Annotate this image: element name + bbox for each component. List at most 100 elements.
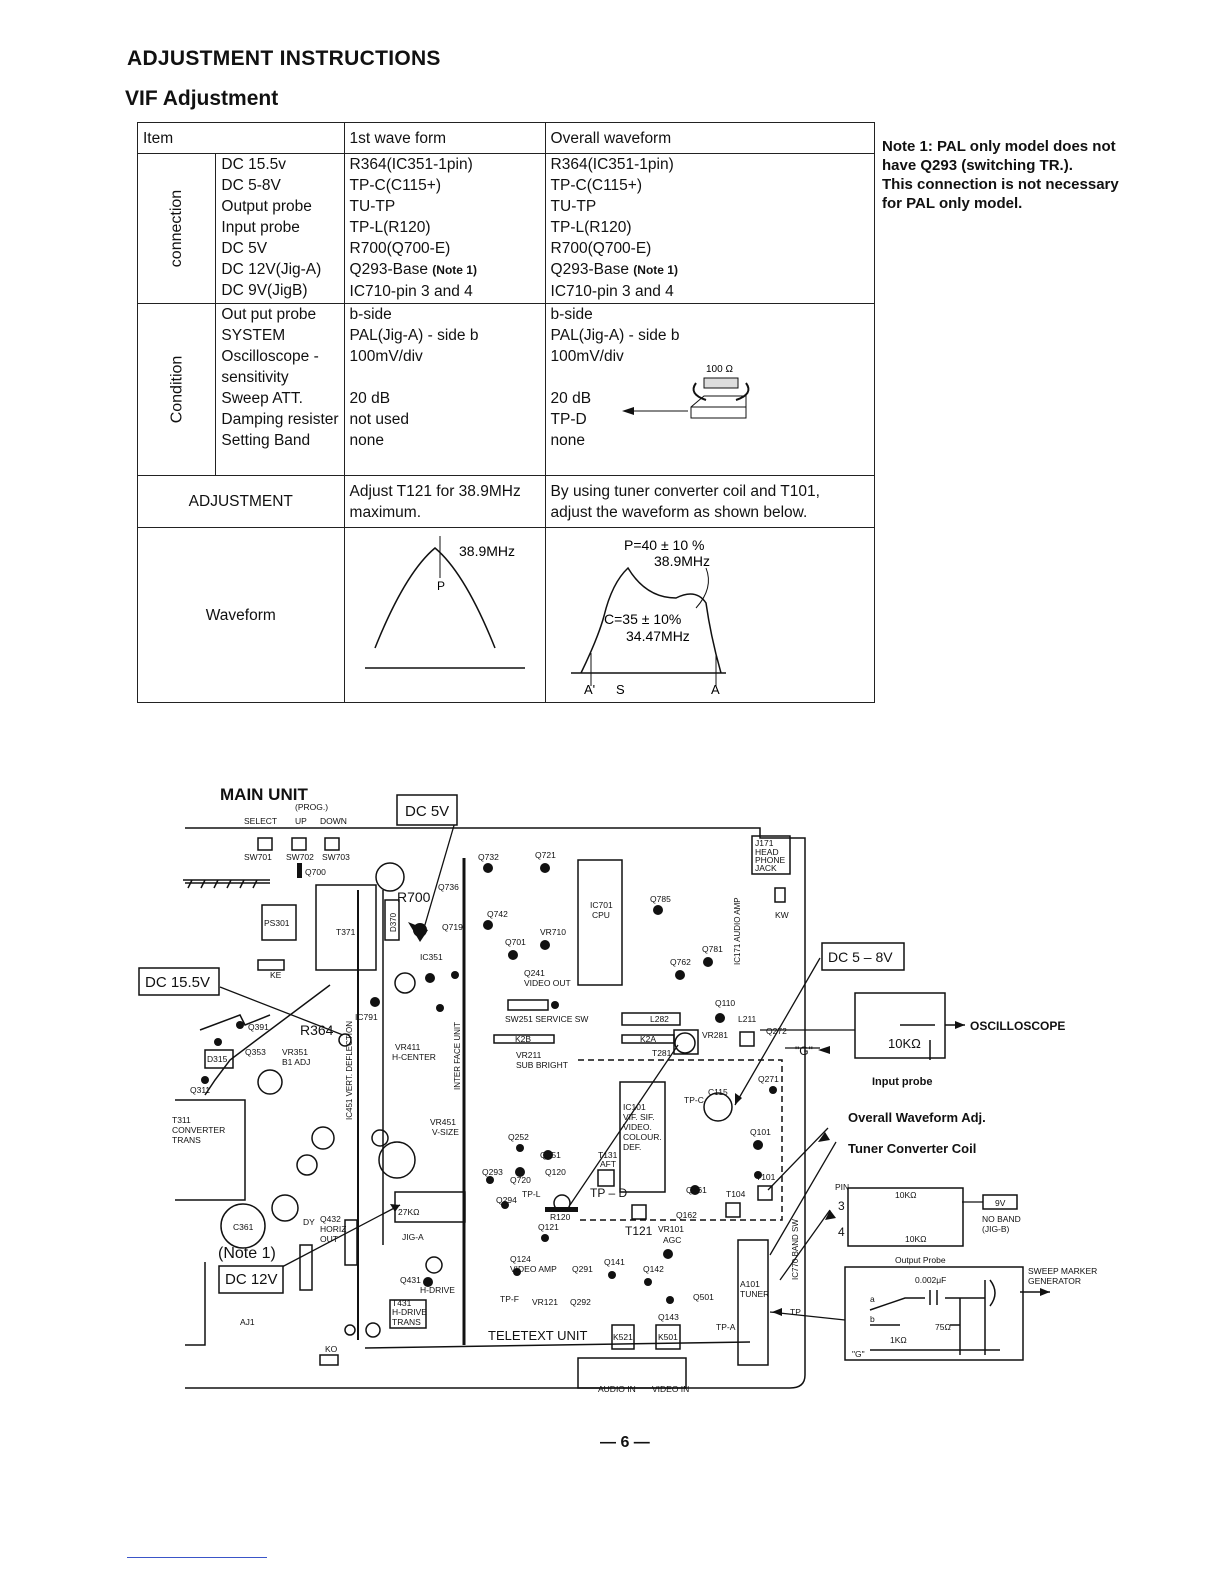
- svg-text:KE: KE: [270, 970, 282, 980]
- main-unit-board-diagram: MAIN UNIT (PROG.) SELECT UP DOWN SW701 S…: [138, 785, 1097, 1394]
- svg-text:KO: KO: [325, 1344, 338, 1354]
- svg-text:b: b: [870, 1314, 875, 1324]
- overall-waveform-figure: P=40 ± 10 % 38.9MHz C=35 ± 10% 34.47MHz …: [544, 527, 875, 703]
- adjustment-overall: By using tuner converter coil and T101,a…: [544, 475, 875, 528]
- svg-text:T104: T104: [726, 1189, 746, 1199]
- svg-text:L282: L282: [650, 1014, 669, 1024]
- svg-text:TP-L: TP-L: [522, 1189, 541, 1199]
- svg-text:NO BAND: NO BAND: [982, 1214, 1021, 1224]
- svg-text:VIDEO OUT: VIDEO OUT: [524, 978, 571, 988]
- svg-text:38.9MHz: 38.9MHz: [654, 553, 710, 569]
- first-waveform-figure: 38.9MHz P: [343, 527, 546, 703]
- note-line: for PAL only model.: [882, 195, 1023, 212]
- svg-text:T101: T101: [756, 1172, 776, 1182]
- svg-text:IC351: IC351: [420, 952, 443, 962]
- first-waveform-curve: 38.9MHz P: [364, 536, 525, 669]
- svg-text:Output Probe: Output Probe: [895, 1255, 946, 1265]
- svg-text:R120: R120: [550, 1212, 571, 1222]
- svg-text:CONVERTER: CONVERTER: [172, 1125, 225, 1135]
- svg-text:Q142: Q142: [643, 1264, 664, 1274]
- svg-text:VR351: VR351: [282, 1047, 308, 1057]
- svg-text:DC 15.5V: DC 15.5V: [145, 974, 210, 991]
- svg-text:Q294: Q294: [496, 1195, 517, 1205]
- svg-text:VR451: VR451: [430, 1117, 456, 1127]
- svg-text:IC770 BAND SW: IC770 BAND SW: [791, 1219, 800, 1280]
- svg-text:PHONE: PHONE: [755, 855, 786, 865]
- svg-text:Tuner Converter Coil: Tuner Converter Coil: [848, 1141, 976, 1156]
- svg-text:L211: L211: [738, 1014, 757, 1024]
- svg-text:Q431: Q431: [400, 1275, 421, 1285]
- svg-text:B1 ADJ: B1 ADJ: [282, 1057, 310, 1067]
- svg-text:JACK: JACK: [755, 863, 777, 873]
- svg-text:UP: UP: [295, 816, 307, 826]
- svg-text:GENERATOR: GENERATOR: [1028, 1276, 1081, 1286]
- svg-text:J171: J171: [755, 838, 774, 848]
- svg-text:R364: R364: [300, 1022, 334, 1038]
- connection-label: connection: [136, 153, 217, 304]
- svg-text:Q272: Q272: [766, 1026, 787, 1036]
- svg-text:VIF. SIF.: VIF. SIF.: [623, 1112, 655, 1122]
- svg-text:Q391: Q391: [248, 1022, 269, 1032]
- condition-label: Condition: [136, 303, 217, 476]
- svg-text:R700: R700: [397, 889, 431, 905]
- svg-text:VR710: VR710: [540, 927, 566, 937]
- svg-text:DC 5V: DC 5V: [405, 803, 449, 820]
- svg-text:SW702: SW702: [286, 852, 314, 862]
- svg-text:Q701: Q701: [505, 937, 526, 947]
- svg-text:PS301: PS301: [264, 918, 290, 928]
- svg-text:KW: KW: [775, 910, 789, 920]
- svg-text:TRANS: TRANS: [392, 1317, 421, 1327]
- svg-text:AUDIO IN: AUDIO IN: [598, 1384, 636, 1394]
- svg-text:Q311: Q311: [190, 1085, 210, 1095]
- svg-text:P=40 ± 10 %: P=40 ± 10 %: [624, 537, 704, 553]
- svg-text:Q161: Q161: [686, 1185, 707, 1195]
- svg-text:Q121: Q121: [538, 1222, 559, 1232]
- svg-text:Q720: Q720: [510, 1175, 531, 1185]
- svg-text:(Note 1): (Note 1): [218, 1245, 276, 1262]
- page-title: ADJUSTMENT INSTRUCTIONS: [127, 47, 441, 70]
- svg-text:Q501: Q501: [693, 1292, 714, 1302]
- svg-text:OUT: OUT: [320, 1234, 338, 1244]
- svg-text:HEAD: HEAD: [755, 847, 779, 857]
- svg-text:DC 5 – 8V: DC 5 – 8V: [828, 949, 893, 965]
- section-title: VIF Adjustment: [125, 87, 279, 110]
- svg-text:Q293: Q293: [482, 1167, 503, 1177]
- svg-text:AJ1: AJ1: [240, 1317, 255, 1327]
- svg-text:OSCILLOSCOPE: OSCILLOSCOPE: [970, 1019, 1065, 1033]
- svg-text:(JIG-B): (JIG-B): [982, 1224, 1010, 1234]
- svg-text:IC451 VERT. DEFLECTION: IC451 VERT. DEFLECTION: [345, 1021, 354, 1120]
- svg-text:Input probe: Input probe: [872, 1076, 933, 1088]
- svg-text:Q781: Q781: [702, 944, 723, 954]
- svg-text:SUB BRIGHT: SUB BRIGHT: [516, 1060, 568, 1070]
- svg-text:Q292: Q292: [570, 1297, 591, 1307]
- svg-text:TRANS: TRANS: [172, 1135, 201, 1145]
- svg-text:COLOUR.: COLOUR.: [623, 1132, 662, 1142]
- svg-text:SELECT: SELECT: [244, 816, 277, 826]
- note-line: have Q293 (switching TR.).: [882, 157, 1073, 174]
- svg-text:TP: TP: [790, 1307, 801, 1317]
- svg-text:Overall Waveform Adj.: Overall Waveform Adj.: [848, 1110, 986, 1125]
- svg-text:Q241: Q241: [524, 968, 545, 978]
- svg-text:A101: A101: [740, 1279, 760, 1289]
- svg-text:DOWN: DOWN: [320, 816, 347, 826]
- header-first-waveform: 1st wave form: [343, 122, 546, 154]
- svg-text:C115: C115: [708, 1087, 728, 1097]
- svg-text:CPU: CPU: [592, 910, 610, 920]
- svg-text:Q120: Q120: [545, 1167, 566, 1177]
- svg-text:(PROG.): (PROG.): [295, 802, 328, 812]
- svg-text:H-DRIVE: H-DRIVE: [392, 1307, 427, 1317]
- svg-text:T121: T121: [625, 1224, 653, 1238]
- note-line: Note 1: PAL only model does not: [882, 138, 1116, 155]
- note-tag: (Note 1): [633, 263, 678, 277]
- svg-text:Q700: Q700: [305, 867, 326, 877]
- note-tag: (Note 1): [432, 263, 477, 277]
- vif-adjustment-table: Item 1st wave form Overall waveform conn…: [136, 122, 875, 703]
- svg-text:IC791: IC791: [355, 1012, 378, 1022]
- svg-text:27KΩ: 27KΩ: [398, 1207, 419, 1217]
- svg-text:VR101: VR101: [658, 1224, 684, 1234]
- adjustment-label: ADJUSTMENT: [137, 475, 345, 528]
- svg-text:T131: T131: [598, 1150, 618, 1160]
